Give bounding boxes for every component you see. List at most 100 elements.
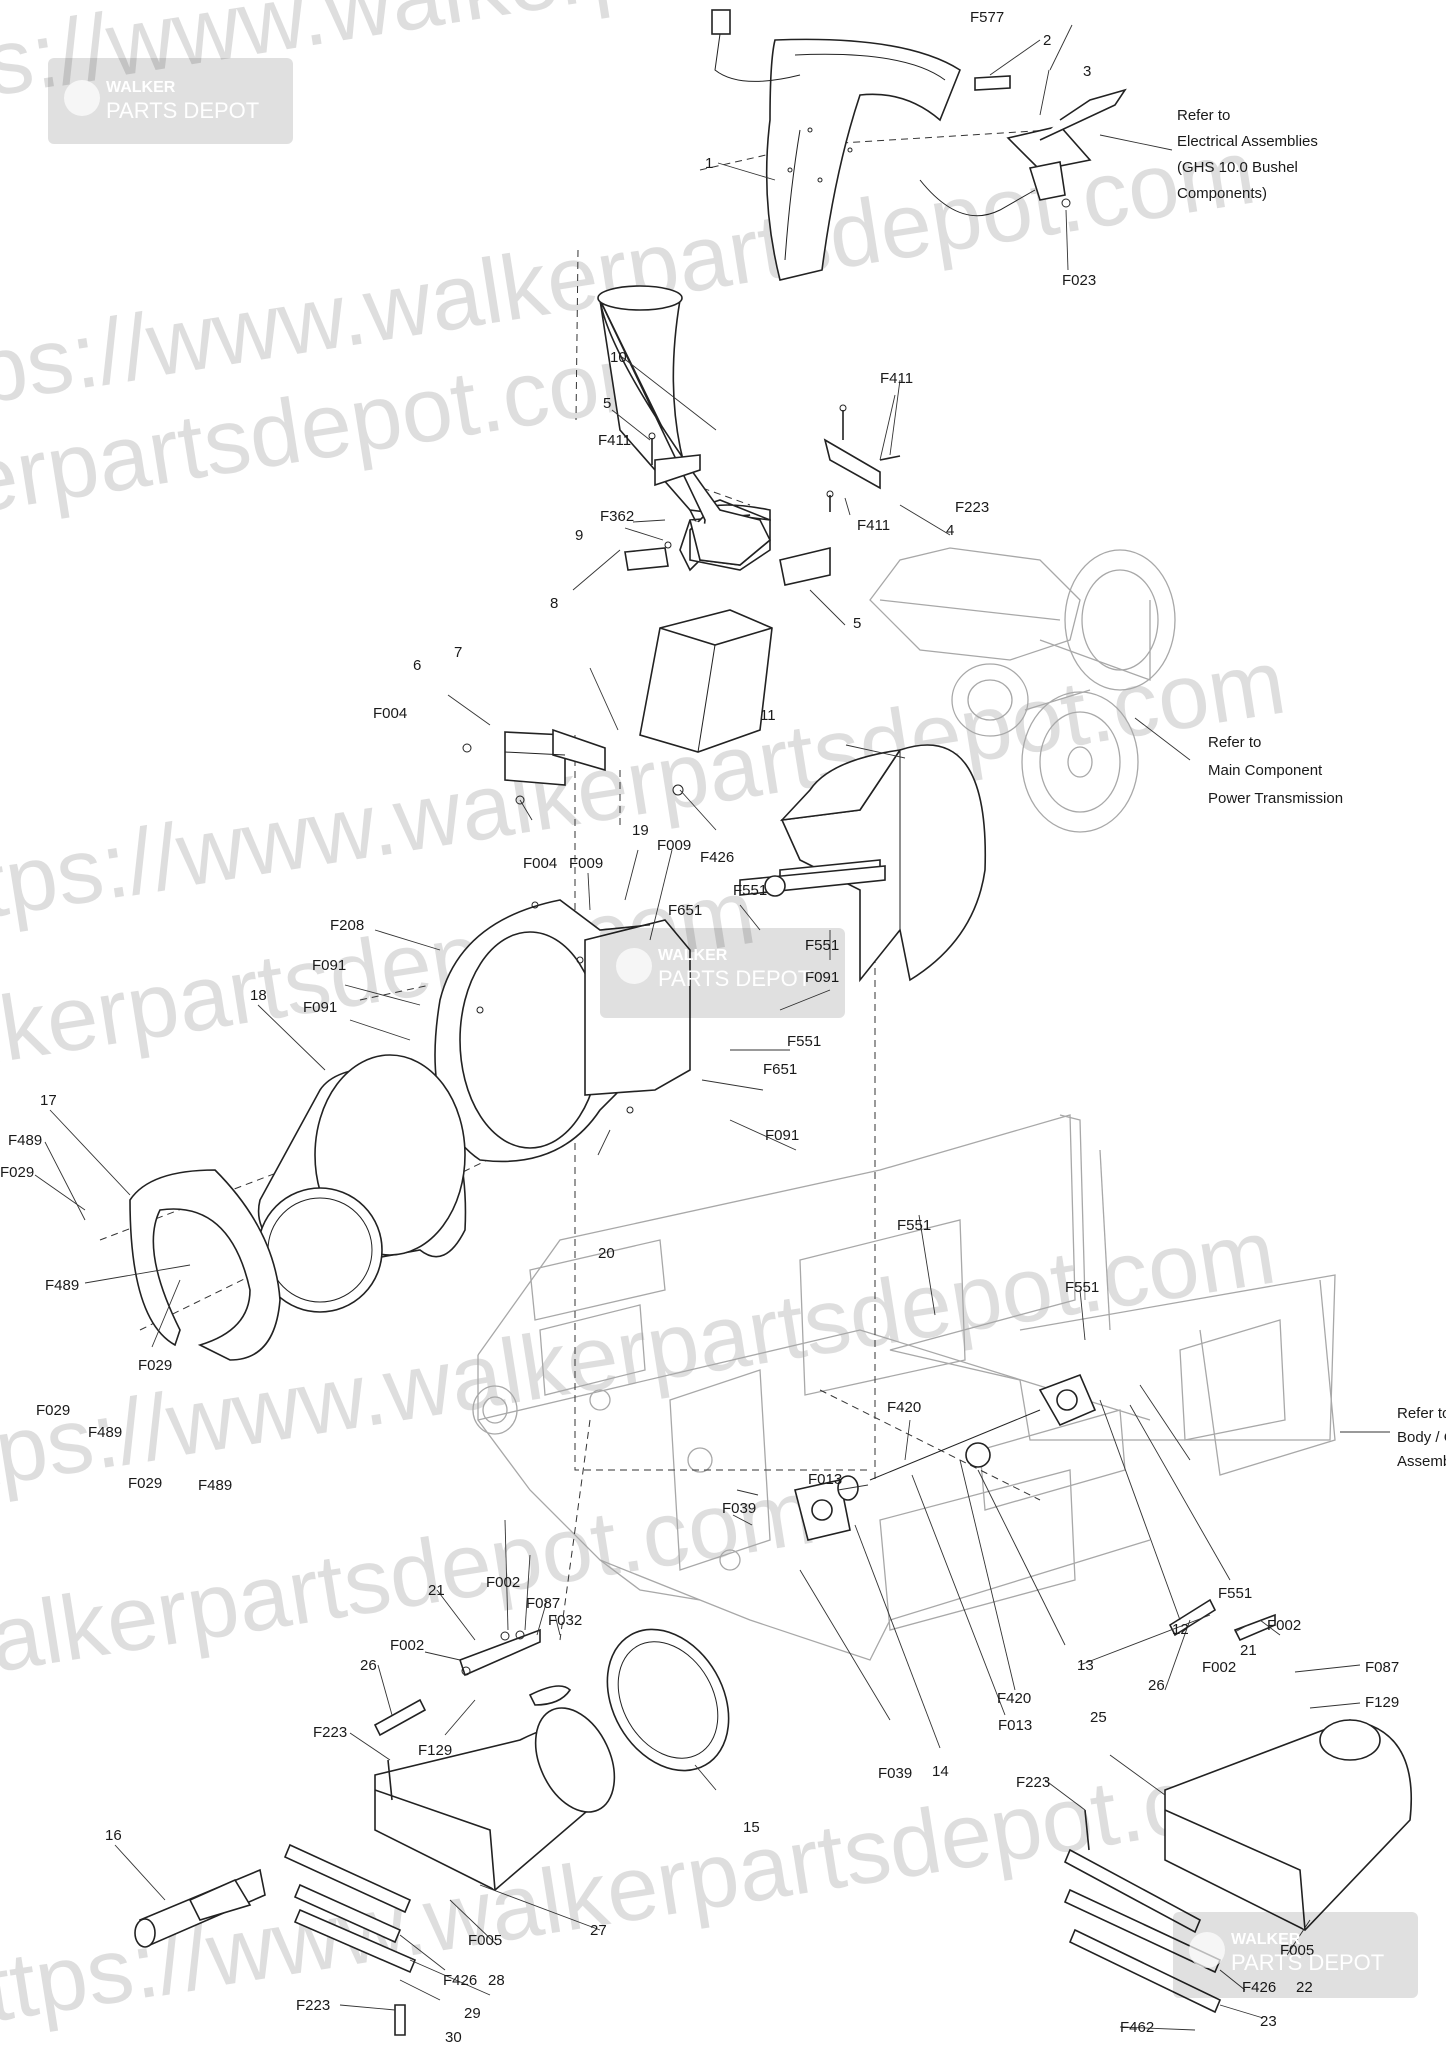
callout-f411b: F411 bbox=[880, 370, 913, 387]
callout-f551e: F551 bbox=[1065, 1279, 1099, 1296]
logo-watermark-bottom: WALKER PARTS DEPOT bbox=[1173, 1912, 1418, 1998]
callout-f002d: F002 bbox=[1202, 1659, 1236, 1676]
parts-21-26-linkage-left bbox=[373, 1628, 541, 1801]
callout-16: 16 bbox=[105, 1827, 122, 1844]
part-8-deflector-box bbox=[639, 609, 773, 796]
callout-f029b: F029 bbox=[138, 1357, 172, 1374]
callout-12: 12 bbox=[1172, 1621, 1189, 1638]
callout-26a: 26 bbox=[360, 1657, 377, 1674]
callout-28: 28 bbox=[488, 1972, 505, 1989]
callout-20: 20 bbox=[598, 1245, 615, 1262]
callout-23: 23 bbox=[1260, 2013, 1277, 2030]
callout-f577: F577 bbox=[970, 9, 1004, 26]
callout-13: 13 bbox=[1077, 1657, 1094, 1674]
callout-f009b: F009 bbox=[657, 837, 691, 854]
logo-watermark-top: WALKER PARTS DEPOT bbox=[48, 58, 293, 144]
right-spout-assembly bbox=[1063, 1598, 1412, 2014]
callout-f651a: F651 bbox=[668, 902, 702, 919]
callout-6: 6 bbox=[413, 657, 421, 674]
parts-4-5-9-brackets bbox=[624, 404, 901, 586]
callout-15: 15 bbox=[743, 1819, 760, 1836]
callout-f029d: F029 bbox=[128, 1475, 162, 1492]
callout-5a: 5 bbox=[603, 395, 611, 412]
callout-f651b: F651 bbox=[763, 1061, 797, 1078]
part-2-3-bracket-switch bbox=[974, 75, 1127, 208]
callout-f489a: F489 bbox=[8, 1132, 42, 1149]
callout-29: 29 bbox=[464, 2005, 481, 2022]
callout-f032: F032 bbox=[548, 1612, 582, 1629]
logo-emblem-icon bbox=[64, 80, 100, 116]
callout-f029c: F029 bbox=[36, 1402, 70, 1419]
callout-30: 30 bbox=[445, 2029, 462, 2046]
parts-15-16-drum-shaft bbox=[134, 1628, 730, 1948]
callout-f426b: F426 bbox=[443, 1972, 477, 1989]
note-body-line2: Body / C bbox=[1397, 1429, 1446, 1446]
logo-text-parts-depot: PARTS DEPOT bbox=[658, 966, 811, 991]
part-27-discharge-spout-left bbox=[374, 1685, 616, 1891]
note-power-line2: Main Component bbox=[1208, 762, 1323, 779]
callout-f091c: F091 bbox=[303, 999, 337, 1016]
callout-f223c: F223 bbox=[296, 1997, 330, 2014]
callout-f002c: F002 bbox=[1267, 1617, 1301, 1634]
callout-f551f: F551 bbox=[1218, 1585, 1252, 1602]
callout-f013b: F013 bbox=[998, 1717, 1032, 1734]
callout-f009a: F009 bbox=[569, 855, 603, 872]
callout-4: 4 bbox=[946, 522, 954, 539]
callout-f462: F462 bbox=[1120, 2019, 1154, 2036]
note-body-line3: Assemb bbox=[1397, 1453, 1446, 1470]
callout-1: 1 bbox=[705, 155, 713, 172]
callout-f091b: F091 bbox=[312, 957, 346, 974]
callout-f223b: F223 bbox=[313, 1724, 347, 1741]
callout-f426c: F426 bbox=[1242, 1979, 1276, 1996]
callout-25: 25 bbox=[1090, 1709, 1107, 1726]
note-body-line1: Refer to bbox=[1397, 1405, 1446, 1422]
callout-f013a: F013 bbox=[808, 1471, 842, 1488]
main-frame-ghost bbox=[472, 1114, 1336, 1661]
cable-and-connector bbox=[711, 9, 1036, 217]
callout-f002a: F002 bbox=[486, 1574, 520, 1591]
callout-f223d: F223 bbox=[1016, 1774, 1050, 1791]
callout-f420b: F420 bbox=[997, 1690, 1031, 1707]
callout-f039b: F039 bbox=[878, 1765, 912, 1782]
callout-18: 18 bbox=[250, 987, 267, 1004]
callout-11: 11 bbox=[760, 707, 776, 724]
callout-8: 8 bbox=[550, 595, 558, 612]
callout-2: 2 bbox=[1043, 32, 1051, 49]
callout-f551b: F551 bbox=[805, 937, 839, 954]
callout-labels: 1 2 3 F577 F023 10 5 F411 F411 F411 F223… bbox=[0, 9, 1399, 2046]
callout-f129b: F129 bbox=[1365, 1694, 1399, 1711]
note-electrical-line2: Electrical Assemblies bbox=[1177, 133, 1318, 150]
callout-5b: 5 bbox=[853, 615, 861, 632]
callout-f029a: F029 bbox=[0, 1164, 34, 1181]
logo-emblem-icon bbox=[1189, 1932, 1225, 1968]
callout-14: 14 bbox=[932, 1763, 949, 1780]
logo-text-parts-depot: PARTS DEPOT bbox=[1231, 1950, 1384, 1975]
callout-f362: F362 bbox=[600, 508, 634, 525]
callout-f091a: F091 bbox=[805, 969, 839, 986]
callout-f023: F023 bbox=[1062, 272, 1096, 289]
part-1-upper-chute bbox=[765, 38, 961, 281]
parts-6-7-hinge bbox=[462, 728, 606, 805]
watermark-url-6: https://www.walkerpartsdepot.com bbox=[0, 1201, 1282, 1520]
callout-f411c: F411 bbox=[857, 517, 890, 534]
note-power-line3: Power Transmission bbox=[1208, 790, 1343, 807]
callout-3: 3 bbox=[1083, 63, 1091, 80]
note-electrical-line3: (GHS 10.0 Bushel bbox=[1177, 159, 1298, 176]
parts-28-29-30-plates-left bbox=[283, 1843, 417, 2036]
callout-f005b: F005 bbox=[1280, 1942, 1314, 1959]
part-18-inlet-cone bbox=[257, 1054, 467, 1313]
callout-19: 19 bbox=[632, 822, 649, 839]
callout-f489c: F489 bbox=[88, 1424, 122, 1441]
callout-21a: 21 bbox=[428, 1582, 445, 1599]
callout-22: 22 bbox=[1296, 1979, 1313, 1996]
leader-lines bbox=[34, 24, 1390, 2031]
callout-f223a: F223 bbox=[955, 499, 989, 516]
callout-f551a: F551 bbox=[733, 882, 767, 899]
callout-f551d: F551 bbox=[897, 1217, 931, 1234]
parts-19-20-fan-housing bbox=[434, 899, 691, 1163]
callout-f208: F208 bbox=[330, 917, 364, 934]
callout-f420a: F420 bbox=[887, 1399, 921, 1416]
callout-f426a: F426 bbox=[700, 849, 734, 866]
part-17-gasket-ring bbox=[129, 1169, 281, 1361]
